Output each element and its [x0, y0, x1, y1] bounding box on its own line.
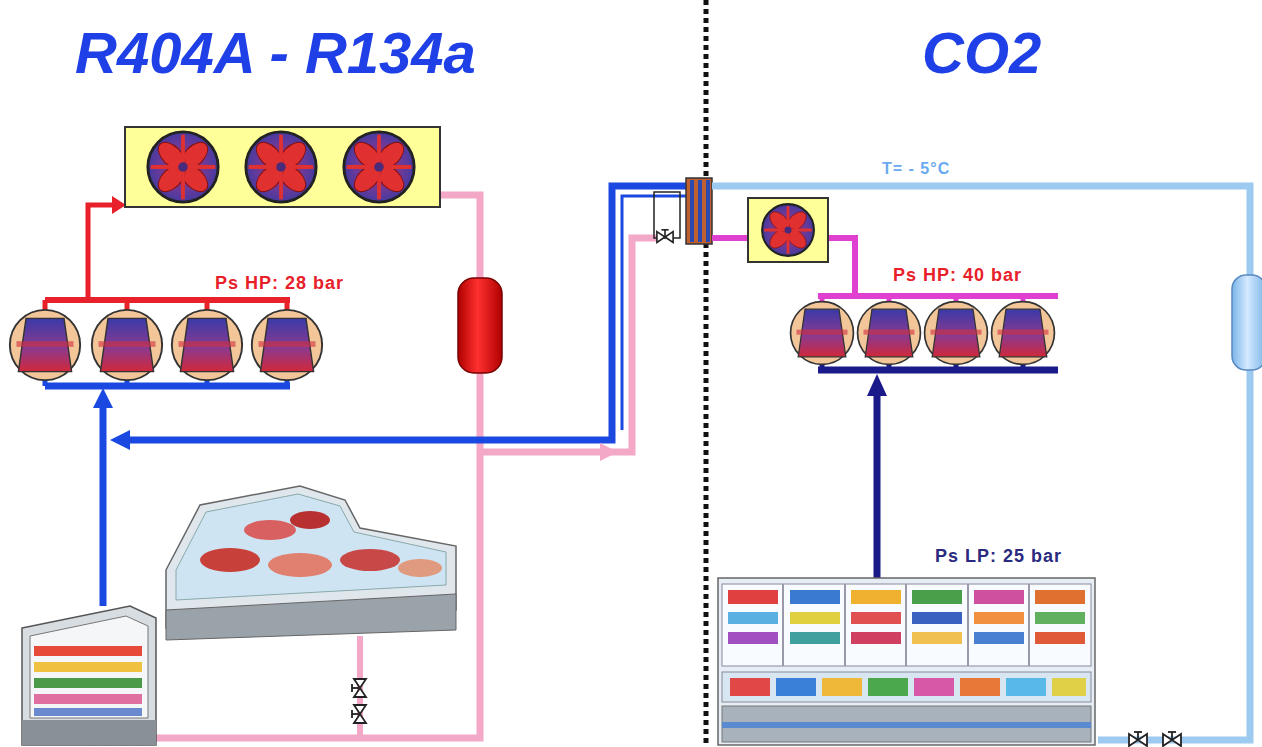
section-title: CO2 — [922, 20, 1041, 87]
pressure-label: Ps LP: 25 bar — [935, 546, 1062, 567]
section-title: R404A - R134a — [75, 20, 476, 87]
pressure-label: Ps HP: 28 bar — [215, 273, 344, 294]
temperature-label: T= - 5°C — [882, 160, 950, 178]
pressure-label: Ps HP: 40 bar — [893, 265, 1022, 286]
